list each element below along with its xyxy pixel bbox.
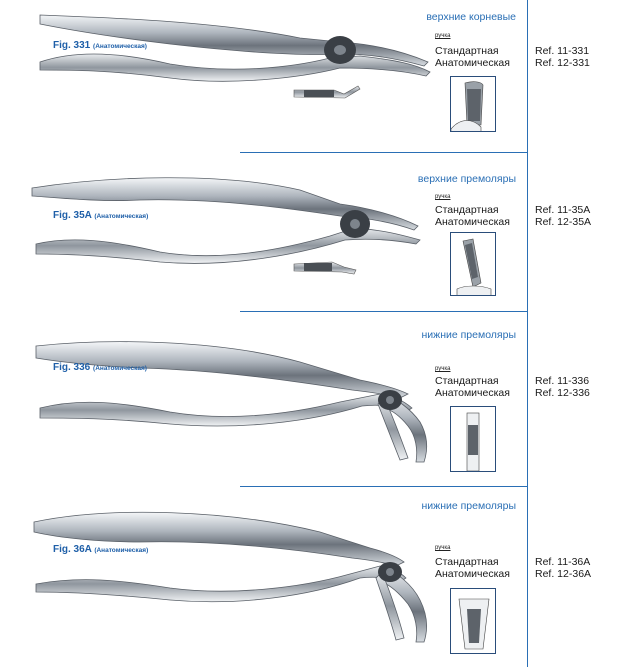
product-section-336: Fig. 336 (Анатомическая) нижние премоляр… (0, 318, 638, 478)
handle-thumbnail (450, 232, 496, 296)
handle-options: Стандартная Анатомическая (435, 375, 510, 399)
section-divider (240, 486, 527, 487)
ref-anatomical: Ref. 12-35A (535, 216, 592, 228)
option-standard: Стандартная (435, 556, 499, 568)
section-heading: нижние премоляры (421, 329, 517, 341)
option-anatomical: Анатомическая (435, 216, 510, 228)
forceps-36a-image (33, 511, 428, 643)
ref-standard: Ref. 11-331 (535, 45, 590, 57)
ref-standard: Ref. 11-336 (535, 375, 590, 387)
forceps-35a-image (31, 177, 421, 264)
option-standard: Стандартная (435, 204, 499, 216)
section-heading: нижние премоляры (421, 500, 517, 512)
forceps-336-image (35, 341, 428, 463)
handle-thumbnail (450, 406, 496, 472)
ref-numbers: Ref. 11-36A Ref. 12-36A (535, 556, 591, 580)
product-section-35a: Fig. 35A (Анатомическая) верхние премоля… (0, 158, 638, 318)
ref-anatomical: Ref. 12-336 (535, 387, 590, 399)
handle-thumbnail (450, 76, 496, 132)
option-anatomical: Анатомическая (435, 57, 510, 69)
forceps-331-tip-detail (293, 85, 361, 99)
forceps-35a-tip-detail (293, 261, 357, 275)
product-section-331: Fig. 331 (Анатомическая) верхние корневы… (0, 0, 638, 160)
figure-label: Fig. 331 (Анатомическая) (53, 40, 147, 51)
ref-numbers: Ref. 11-331 Ref. 12-331 (535, 45, 590, 69)
handle-options: Стандартная Анатомическая (435, 204, 510, 228)
option-standard: Стандартная (435, 375, 499, 387)
option-standard: Стандартная (435, 45, 499, 57)
figure-label: Fig. 36A (Анатомическая) (53, 544, 149, 555)
ref-numbers: Ref. 11-35A Ref. 12-35A (535, 204, 591, 228)
product-section-36a: Fig. 36A (Анатомическая) нижние премоляр… (0, 492, 638, 654)
option-anatomical: Анатомическая (435, 568, 510, 580)
handle-label: ручка (435, 366, 451, 372)
section-divider (240, 311, 527, 312)
handle-label: ручка (435, 33, 451, 39)
handle-label: ручка (435, 194, 451, 200)
figure-label: Fig. 336 (Анатомическая) (53, 362, 147, 373)
figure-label: Fig. 35A (Анатомическая) (53, 210, 149, 221)
handle-options: Стандартная Анатомическая (435, 45, 510, 69)
ref-standard: Ref. 11-36A (535, 556, 591, 568)
ref-numbers: Ref. 11-336 Ref. 12-336 (535, 375, 590, 399)
ref-standard: Ref. 11-35A (535, 204, 591, 216)
section-divider (240, 152, 527, 153)
section-heading: верхние премоляры (417, 173, 516, 185)
option-anatomical: Анатомическая (435, 387, 510, 399)
handle-thumbnail (450, 588, 496, 654)
forceps-331-image (39, 14, 431, 82)
column-divider (527, 0, 528, 667)
handle-label: ручка (435, 545, 451, 551)
ref-anatomical: Ref. 12-331 (535, 57, 590, 69)
section-heading: верхние корневые (426, 11, 516, 23)
handle-options: Стандартная Анатомическая (435, 556, 510, 580)
ref-anatomical: Ref. 12-36A (535, 568, 592, 580)
